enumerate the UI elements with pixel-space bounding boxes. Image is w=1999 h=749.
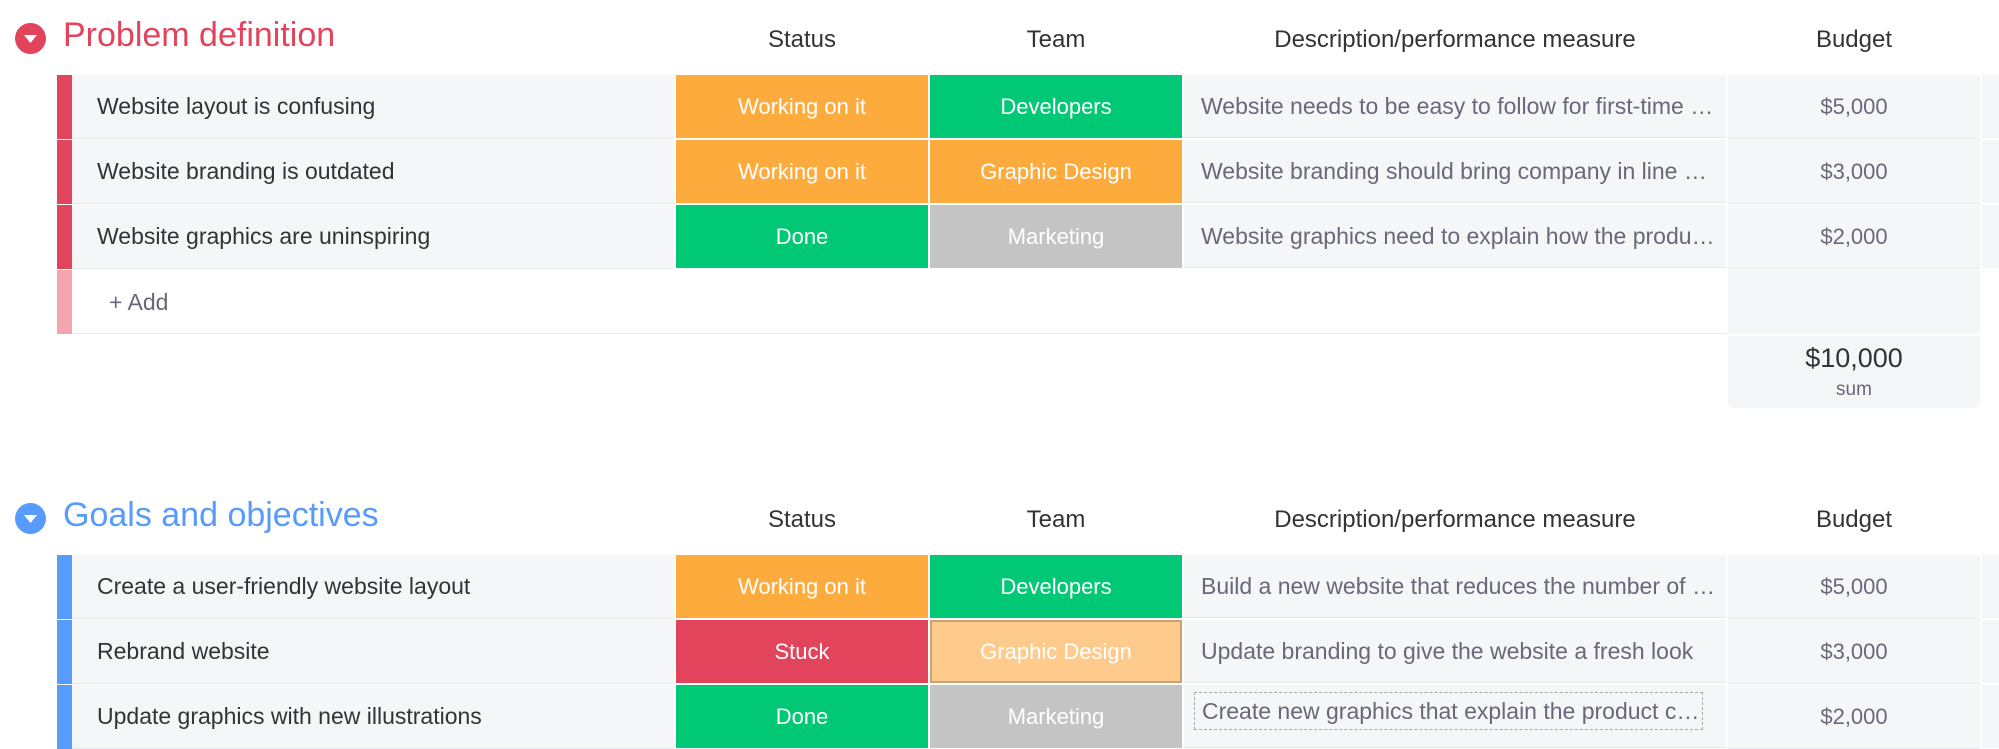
add-item-row: + Add <box>57 270 1999 334</box>
description-text: Website needs to be easy to follow for f… <box>1201 93 1716 119</box>
budget-summary[interactable]: $10,000 sum <box>1728 336 1980 408</box>
description-text: Update branding to give the website a fr… <box>1201 638 1694 664</box>
team-cell[interactable]: Marketing <box>930 685 1182 748</box>
row-edge <box>1982 555 1999 618</box>
chevron-down-icon <box>24 515 37 523</box>
column-header-status[interactable]: Status <box>767 26 837 53</box>
row-color-bar <box>57 620 72 684</box>
add-item-input[interactable]: + Add <box>72 270 1726 334</box>
budget-cell[interactable]: $5,000 <box>1728 555 1980 619</box>
status-cell[interactable]: Stuck <box>676 620 928 683</box>
column-header-team[interactable]: Team <box>1026 26 1086 53</box>
status-cell[interactable]: Working on it <box>676 555 928 618</box>
group-collapse-button[interactable] <box>15 503 46 534</box>
row-color-bar <box>57 205 72 269</box>
row-color-bar <box>57 555 72 619</box>
add-item-label: + Add <box>109 289 169 315</box>
row-edge <box>1982 685 1999 748</box>
row-edge <box>1982 140 1999 203</box>
status-cell[interactable]: Done <box>676 205 928 268</box>
add-row-color-bar <box>57 270 72 334</box>
column-header-description[interactable]: Description/performance measure <box>1274 26 1636 53</box>
item-name: Website graphics are uninspiring <box>97 223 431 249</box>
team-cell[interactable]: Developers <box>930 75 1182 138</box>
budget-cell[interactable]: $3,000 <box>1728 620 1980 684</box>
table-row: Website layout is confusing Working on i… <box>57 75 1999 139</box>
item-name: Update graphics with new illustrations <box>97 703 482 729</box>
budget-cell[interactable]: $2,000 <box>1728 205 1980 269</box>
row-color-bar <box>57 685 72 749</box>
item-name-cell[interactable]: Rebrand website <box>72 620 674 684</box>
add-row-budget-cell <box>1728 270 1980 334</box>
group-collapse-button[interactable] <box>15 23 46 54</box>
item-name-cell[interactable]: Website graphics are uninspiring <box>72 205 674 269</box>
item-name-cell[interactable]: Website branding is outdated <box>72 140 674 204</box>
budget-cell[interactable]: $5,000 <box>1728 75 1980 139</box>
row-edge <box>1982 75 1999 138</box>
group-header: Goals and objectives Status Team Descrip… <box>0 480 1999 555</box>
table-row: Website branding is outdated Working on … <box>57 140 1999 204</box>
description-cell[interactable]: Build a new website that reduces the num… <box>1184 555 1726 618</box>
table-row: Website graphics are uninspiring Done Ma… <box>57 205 1999 269</box>
team-cell[interactable]: Marketing <box>930 205 1182 268</box>
description-cell[interactable]: Website needs to be easy to follow for f… <box>1184 75 1726 138</box>
column-header-budget[interactable]: Budget <box>1815 506 1893 533</box>
item-name: Website branding is outdated <box>97 158 395 184</box>
row-color-bar <box>57 75 72 139</box>
description-cell[interactable]: Create new graphics that explain the pro… <box>1184 685 1726 748</box>
description-text: Create new graphics that explain the pro… <box>1194 692 1703 730</box>
chevron-down-icon <box>24 35 37 43</box>
description-cell[interactable]: Website branding should bring company in… <box>1184 140 1726 203</box>
status-cell[interactable]: Working on it <box>676 140 928 203</box>
column-header-team[interactable]: Team <box>1026 506 1086 533</box>
row-edge <box>1982 205 1999 268</box>
item-name-cell[interactable]: Update graphics with new illustrations <box>72 685 674 749</box>
status-cell[interactable]: Working on it <box>676 75 928 138</box>
column-header-description[interactable]: Description/performance measure <box>1274 506 1636 533</box>
item-name: Rebrand website <box>97 638 270 664</box>
table-row: Update graphics with new illustrations D… <box>57 685 1999 749</box>
status-cell[interactable]: Done <box>676 685 928 748</box>
description-text: Website graphics need to explain how the… <box>1201 223 1716 249</box>
item-name: Website layout is confusing <box>97 93 376 119</box>
group-title[interactable]: Problem definition <box>63 16 336 54</box>
row-edge <box>1982 620 1999 683</box>
budget-sum-label: sum <box>1836 379 1872 400</box>
table-row: Create a user-friendly website layout Wo… <box>57 555 1999 619</box>
group-header: Problem definition Status Team Descripti… <box>0 0 1999 75</box>
group-title[interactable]: Goals and objectives <box>63 496 379 534</box>
row-color-bar <box>57 140 72 204</box>
description-text: Build a new website that reduces the num… <box>1201 573 1716 599</box>
team-cell[interactable]: Graphic Design <box>930 620 1182 683</box>
description-cell[interactable]: Update branding to give the website a fr… <box>1184 620 1726 683</box>
item-name: Create a user-friendly website layout <box>97 573 471 599</box>
budget-cell[interactable]: $2,000 <box>1728 685 1980 749</box>
budget-cell[interactable]: $3,000 <box>1728 140 1980 204</box>
description-cell[interactable]: Website graphics need to explain how the… <box>1184 205 1726 268</box>
item-name-cell[interactable]: Website layout is confusing <box>72 75 674 139</box>
team-cell[interactable]: Developers <box>930 555 1182 618</box>
column-header-budget[interactable]: Budget <box>1815 26 1893 53</box>
budget-sum-value: $10,000 <box>1805 343 1903 373</box>
column-header-status[interactable]: Status <box>767 506 837 533</box>
table-row: Rebrand website Stuck Graphic Design Upd… <box>57 620 1999 684</box>
team-cell[interactable]: Graphic Design <box>930 140 1182 203</box>
item-name-cell[interactable]: Create a user-friendly website layout <box>72 555 674 619</box>
description-text: Website branding should bring company in… <box>1201 158 1716 184</box>
